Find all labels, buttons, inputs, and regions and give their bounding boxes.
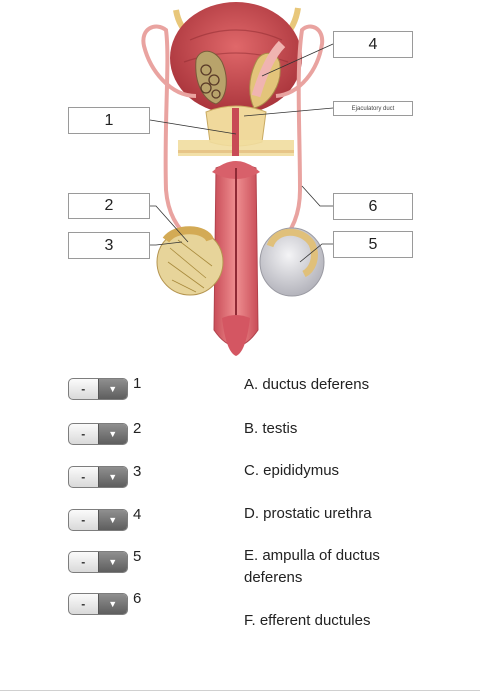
right-testis bbox=[259, 227, 325, 297]
match-number: 2 bbox=[133, 420, 142, 437]
left-ductus-deferens bbox=[141, 24, 197, 242]
right-ductus-deferens bbox=[275, 24, 325, 244]
choice-e: E. ampulla of ductus deferens bbox=[244, 547, 380, 586]
label-text-6: 6 bbox=[368, 197, 378, 215]
match-number: 3 bbox=[133, 463, 142, 480]
leader-lines bbox=[149, 43, 334, 263]
match-select-5[interactable]: -▼ bbox=[68, 551, 128, 573]
divider bbox=[0, 690, 480, 691]
select-value: - bbox=[81, 555, 86, 569]
leader-5 bbox=[299, 243, 333, 263]
match-number: 6 bbox=[133, 590, 142, 607]
label-text-3: 3 bbox=[104, 236, 114, 254]
match-select-1[interactable]: -▼ bbox=[68, 378, 128, 400]
match-number: 4 bbox=[133, 506, 142, 523]
right-epididymis bbox=[266, 228, 318, 278]
chevron-down-icon: ▼ bbox=[97, 379, 127, 399]
label-box-2[interactable]: 2 bbox=[68, 193, 150, 219]
match-number: 1 bbox=[133, 375, 142, 392]
match-number: 5 bbox=[133, 548, 142, 565]
leader-6 bbox=[301, 185, 333, 207]
choice-f: F. efferent ductules bbox=[244, 612, 371, 629]
left-testis-lobules bbox=[167, 239, 213, 293]
label-box-5[interactable]: 5 bbox=[333, 231, 413, 258]
select-value: - bbox=[81, 427, 86, 441]
penis-glans bbox=[222, 315, 250, 356]
chevron-down-icon: ▼ bbox=[97, 467, 127, 487]
select-value: - bbox=[81, 513, 86, 527]
select-value: - bbox=[81, 382, 86, 396]
label-text-4: 4 bbox=[368, 35, 378, 53]
match-select-2[interactable]: -▼ bbox=[68, 423, 128, 445]
leader-2 bbox=[150, 205, 189, 243]
select-value: - bbox=[81, 470, 86, 484]
leader-3 bbox=[150, 241, 183, 246]
label-box-4[interactable]: 4 bbox=[333, 31, 413, 58]
label-text-1: 1 bbox=[104, 111, 114, 129]
left-epididymis bbox=[162, 226, 214, 243]
choice-b: B. testis bbox=[244, 420, 298, 437]
chevron-down-icon: ▼ bbox=[97, 552, 127, 572]
leader-4 bbox=[261, 43, 334, 77]
leader-ejac bbox=[243, 107, 334, 117]
label-text-5: 5 bbox=[368, 235, 378, 253]
match-select-3[interactable]: -▼ bbox=[68, 466, 128, 488]
prostatic-urethra bbox=[232, 108, 239, 156]
chevron-down-icon: ▼ bbox=[97, 424, 127, 444]
chevron-down-icon: ▼ bbox=[97, 510, 127, 530]
label-text-2: 2 bbox=[104, 197, 114, 214]
choice-d: D. prostatic urethra bbox=[244, 505, 372, 522]
label-box-ejaculatory-duct: Ejaculatory duct bbox=[333, 101, 413, 116]
choice-a: A. ductus deferens bbox=[244, 376, 370, 393]
match-select-4[interactable]: -▼ bbox=[68, 509, 128, 531]
select-value: - bbox=[81, 597, 86, 611]
chevron-down-icon: ▼ bbox=[97, 594, 127, 614]
label-box-1[interactable]: 1 bbox=[68, 107, 150, 134]
label-box-6[interactable]: 6 bbox=[333, 193, 413, 220]
anatomy-diagram bbox=[141, 2, 334, 356]
right-ampulla bbox=[251, 40, 286, 98]
leader-1 bbox=[149, 119, 237, 135]
match-select-6[interactable]: -▼ bbox=[68, 593, 128, 615]
choice-c: C. epididymus bbox=[244, 462, 340, 479]
label-box-3[interactable]: 3 bbox=[68, 232, 150, 259]
left-vesicle-loops bbox=[200, 64, 221, 99]
label-text-ejaculatory-duct: Ejaculatory duct bbox=[351, 105, 395, 112]
